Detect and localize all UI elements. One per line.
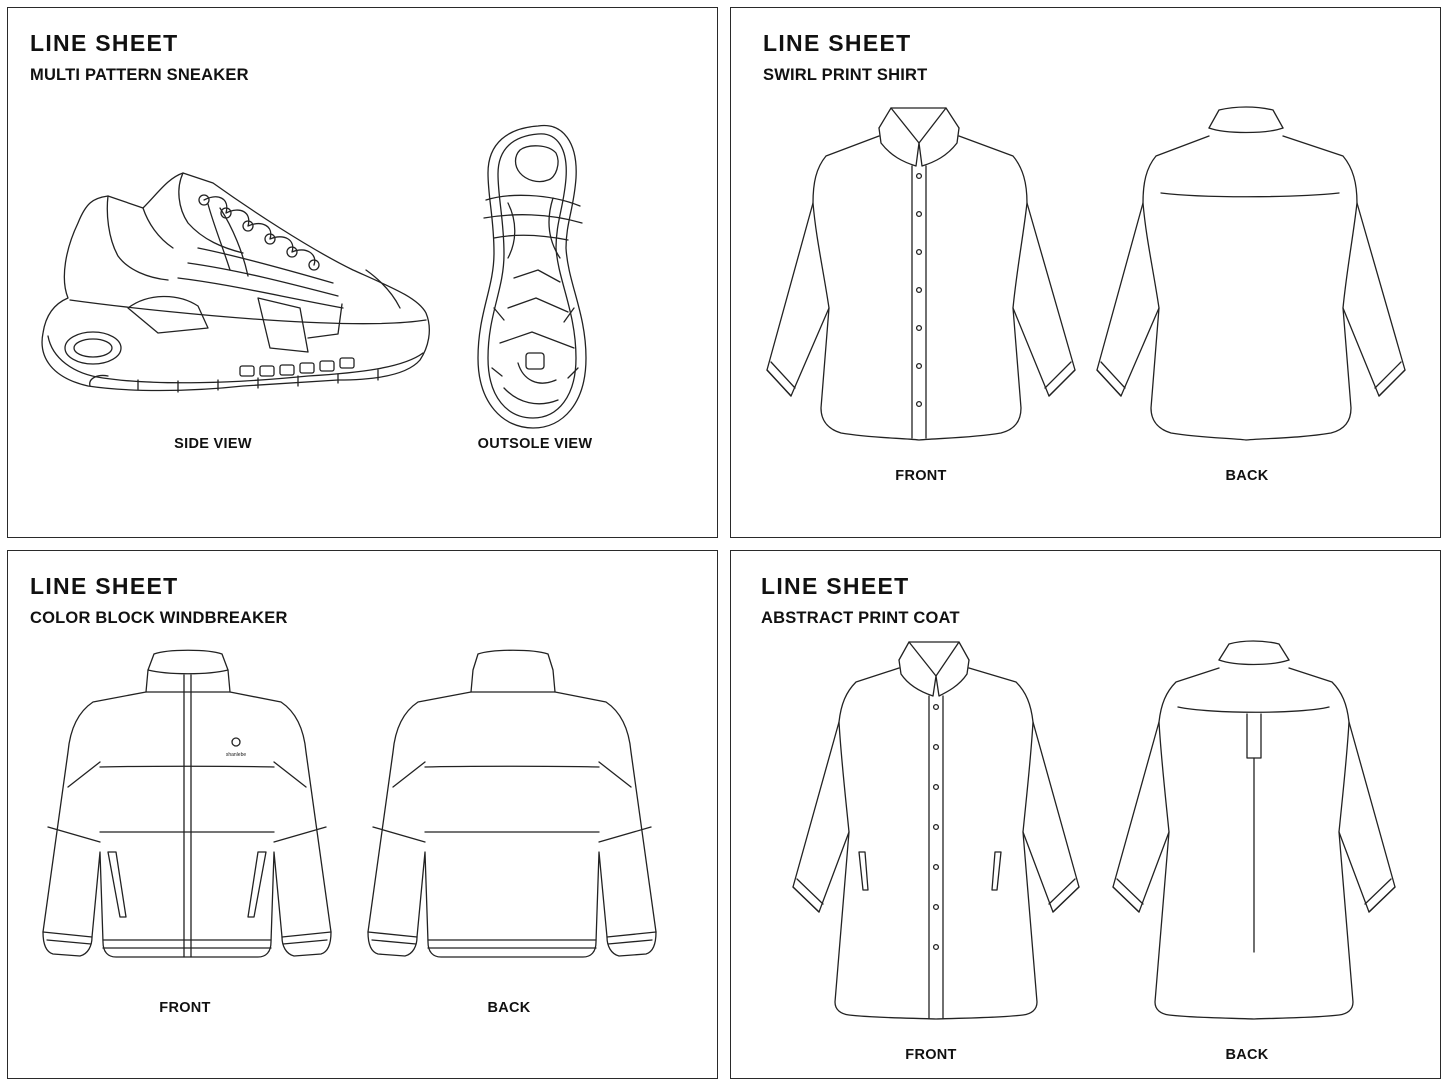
view-label-outsole: OUTSOLE VIEW [477,436,593,452]
view-label-front: FRONT [905,1047,957,1063]
view-label-back: BACK [1225,1047,1269,1063]
panel-title: LINE SHEET [763,30,912,56]
sneaker-laces [199,195,319,276]
view-label-front: FRONT [159,1000,211,1016]
panel-title: LINE SHEET [30,573,179,599]
panel-subtitle: MULTI PATTERN SNEAKER [30,66,249,84]
windbreaker-back-view [368,650,656,957]
sneaker-side-view [42,173,429,392]
sneaker-technical-drawing [8,8,719,539]
panel-subtitle: ABSTRACT PRINT COAT [761,609,960,627]
line-sheet-panel-coat: LINE SHEET ABSTRACT PRINT COAT [730,550,1441,1079]
panel-title: LINE SHEET [761,573,910,599]
shirt-back-view [1097,107,1405,440]
view-label-back: BACK [487,1000,531,1016]
view-label-back: BACK [1225,468,1269,484]
view-label-front: FRONT [895,468,947,484]
coat-technical-drawing [731,551,1442,1082]
sneaker-outsole-view [478,126,586,428]
panel-subtitle: COLOR BLOCK WINDBREAKER [30,609,288,627]
line-sheet-panel-shirt: LINE SHEET SWIRL PRINT SHIRT FRONT BACK [730,7,1441,538]
chest-logo-mark: shanlebe [226,752,247,758]
line-sheet-panel-windbreaker: LINE SHEET COLOR BLOCK WINDBREAKER shanl… [7,550,718,1079]
panel-subtitle: SWIRL PRINT SHIRT [763,66,928,84]
shirt-front-view [767,108,1075,440]
shirt-technical-drawing [731,8,1442,539]
coat-front-view [793,642,1079,1019]
view-label-side: SIDE VIEW [174,436,252,452]
line-sheet-panel-sneaker: LINE SHEET MULTI PATTERN SNEAKER [7,7,718,538]
windbreaker-front-view: shanlebe [43,650,331,957]
outsole-lugs-side [240,358,354,376]
panel-title: LINE SHEET [30,30,179,56]
coat-back-view [1113,641,1395,1019]
windbreaker-technical-drawing: shanlebe [8,551,719,1082]
